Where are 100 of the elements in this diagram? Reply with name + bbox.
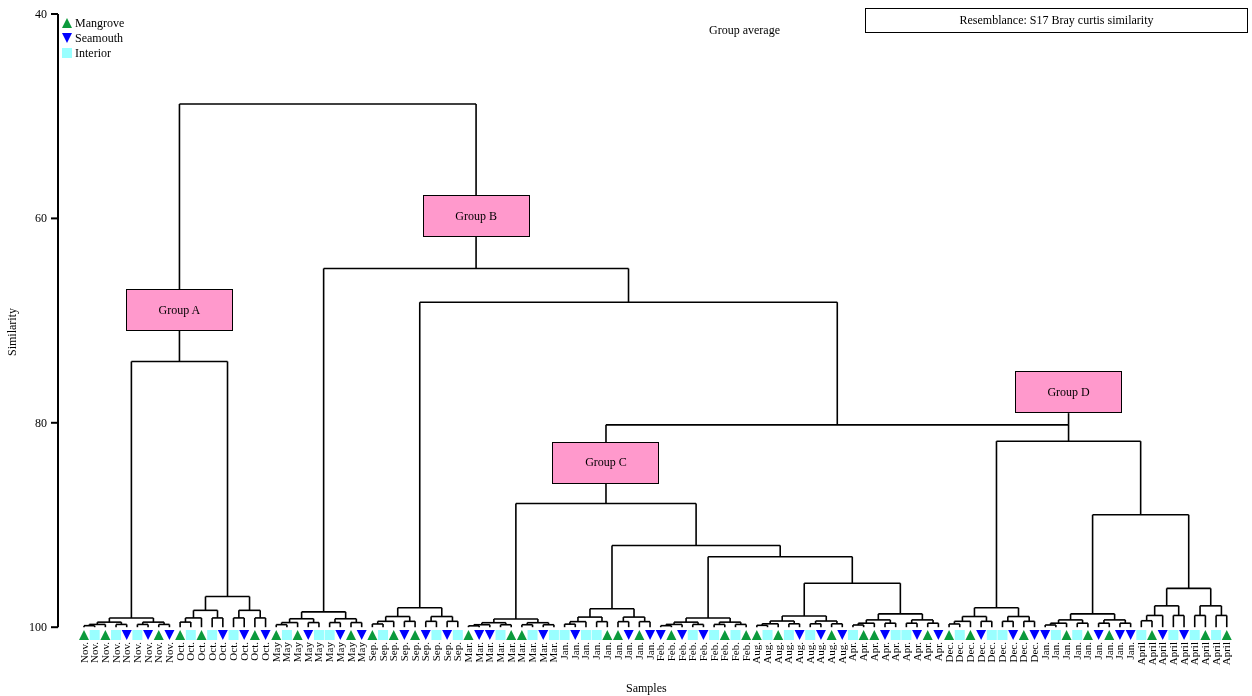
sample-label: Nov. <box>110 642 122 663</box>
sample-label: Aug. <box>836 642 848 664</box>
sample-label: Jan. <box>580 642 592 660</box>
sample-label: April <box>1146 642 1158 666</box>
sample-label: Dec. <box>1018 642 1030 663</box>
sample-label: Jan. <box>1050 642 1062 660</box>
sample-label: Dec. <box>954 642 966 663</box>
sample-label: Jan. <box>612 642 624 660</box>
sample-label: Mar. <box>548 642 560 663</box>
sample-label: Sep. <box>388 642 400 662</box>
sample-label: Jan. <box>1061 642 1073 660</box>
sample-label: Mar. <box>537 642 549 663</box>
sample-label: Jan. <box>591 642 603 660</box>
sample-label: Mar. <box>484 642 496 663</box>
sample-label: Jan. <box>1071 642 1083 660</box>
axis-title: Similarity <box>5 308 19 356</box>
sample-label: Nov. <box>163 642 175 663</box>
sample-label: Apr. <box>932 642 944 662</box>
sample-label: Aug. <box>783 642 795 664</box>
legend-box: Resemblance: S17 Bray curtis similarity <box>865 8 1248 33</box>
sample-label: Nov. <box>142 642 154 663</box>
sample-label: Feb. <box>719 642 731 662</box>
sample-label: Feb. <box>687 642 699 662</box>
sample-label: April <box>1167 642 1179 666</box>
sample-label: Sep. <box>366 642 378 662</box>
sample-label: Nov. <box>153 642 165 663</box>
sample-label: May <box>324 642 336 663</box>
sample-label: Oct. <box>238 642 250 661</box>
tick-label: 80 <box>35 415 47 430</box>
sample-label: April <box>1210 642 1222 666</box>
sample-label: Apr. <box>900 642 912 662</box>
sample-label: Aug. <box>751 642 763 664</box>
sample-label: Jan. <box>1114 642 1126 660</box>
sample-label: April <box>1178 642 1190 666</box>
sample-label: Apr. <box>879 642 891 662</box>
sample-label: Sep. <box>377 642 389 662</box>
sample-label: Jan. <box>644 642 656 660</box>
sample-label: Oct. <box>217 642 229 661</box>
sample-label: Oct. <box>174 642 186 661</box>
sample-label: May <box>345 642 357 663</box>
sample-label: Sep. <box>420 642 432 662</box>
sample-label: Apr. <box>847 642 859 662</box>
sample-label: Dec. <box>1029 642 1040 663</box>
sample-label: Jan. <box>623 642 635 660</box>
sample-label: Jan. <box>1082 642 1094 660</box>
sample-label: Dec. <box>975 642 987 663</box>
sample-label: Aug. <box>815 642 827 664</box>
sample-label: Sep. <box>441 642 453 662</box>
sample-label: Jan. <box>569 642 581 660</box>
sample-label: Mar. <box>527 642 539 663</box>
sample-label: Oct. <box>260 642 272 661</box>
sample-label: Mar. <box>473 642 485 663</box>
sample-label: Aug. <box>762 642 773 664</box>
sample-label: April <box>1199 642 1211 666</box>
sample-label: May <box>292 642 304 663</box>
sample-label: April <box>1135 642 1147 666</box>
sample-label: Apr. <box>911 642 923 662</box>
sample-label: Jan. <box>1039 642 1051 660</box>
sample-label: Feb. <box>655 642 667 662</box>
sample-label: Aug. <box>794 642 806 664</box>
tick-label: 40 <box>35 7 47 21</box>
sample-label: Jan. <box>633 642 645 660</box>
sample-label: Oct. <box>185 642 197 661</box>
sample-label: Feb. <box>697 642 709 662</box>
sample-label: Jan. <box>559 642 571 660</box>
sample-label: Aug. <box>826 642 838 664</box>
sample-label: Oct. <box>206 642 218 661</box>
group-label-box: Group B <box>422 195 530 238</box>
sample-label: Oct. <box>195 642 207 661</box>
sample-label: Nov. <box>121 642 133 663</box>
sample-label: Mar. <box>516 642 528 663</box>
sample-label: Feb. <box>665 642 677 662</box>
sample-label: Feb. <box>740 642 752 662</box>
sample-label: Jan. <box>601 642 613 660</box>
axis-title: Samples <box>626 681 667 695</box>
sample-label: Apr. <box>858 642 870 662</box>
sample-label: Apr. <box>922 642 934 662</box>
sample-label: Jan. <box>1125 642 1137 660</box>
sample-label: Nov. <box>131 642 143 663</box>
legend-label: Interior <box>75 46 111 60</box>
sample-label: Mar. <box>462 642 474 663</box>
sample-label: May <box>281 642 293 663</box>
sample-label: Mar. <box>505 642 517 663</box>
sample-label: Jan. <box>1093 642 1105 660</box>
sample-label: Feb. <box>729 642 741 662</box>
sample-label: May <box>356 642 368 663</box>
sample-label: Aug. <box>772 642 784 664</box>
sample-label: May <box>270 642 282 663</box>
sample-label: Dec. <box>1007 642 1019 663</box>
sample-label: Dec. <box>986 642 998 663</box>
sample-label: Nov. <box>78 642 90 663</box>
legend-label: Seamouth <box>75 31 123 45</box>
legend-label: Mangrove <box>75 16 125 30</box>
sample-label: Feb. <box>708 642 720 662</box>
sample-label: April <box>1189 642 1201 666</box>
sample-label: Nov. <box>99 642 111 663</box>
sample-label: Mar. <box>495 642 506 663</box>
group-label-box: Group D <box>1015 371 1123 414</box>
sample-label: Apr. <box>890 642 902 662</box>
sample-label: April <box>1157 642 1169 666</box>
